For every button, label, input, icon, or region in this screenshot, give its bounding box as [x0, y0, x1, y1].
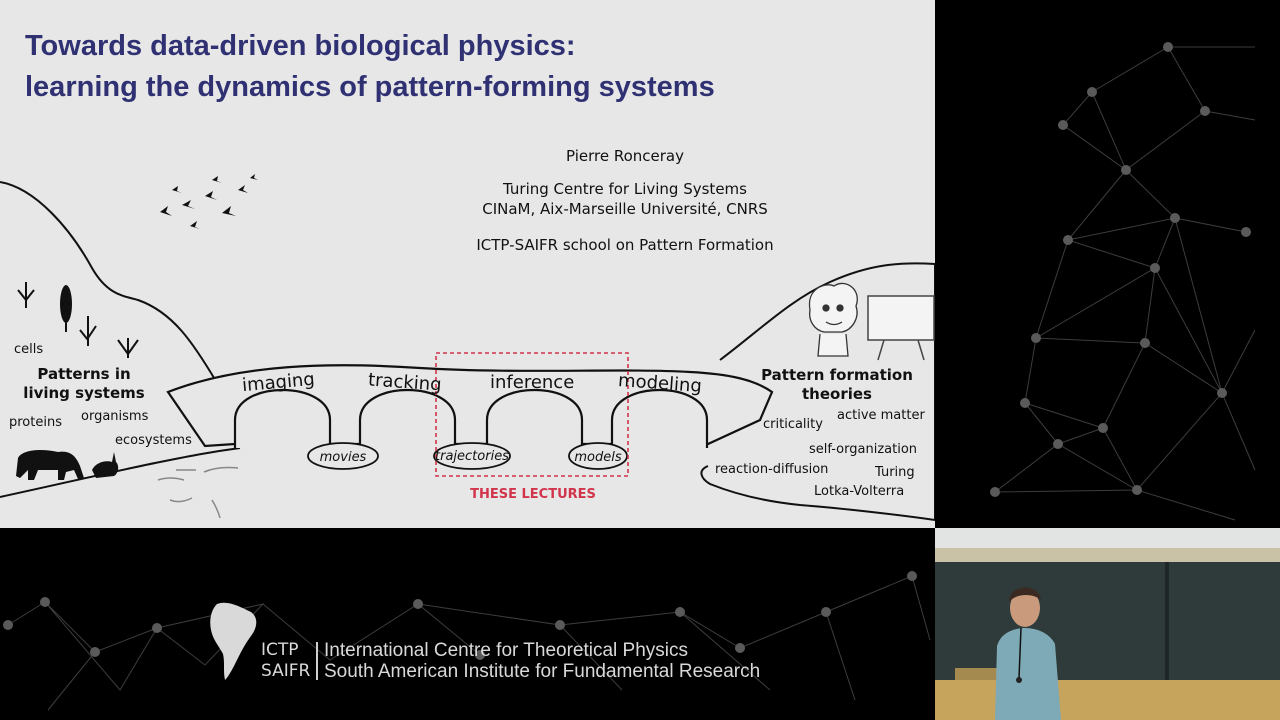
- affiliation-line-1: Turing Centre for Living Systems: [503, 180, 747, 198]
- slide-title-line-1: Towards data-driven biological physics:: [25, 30, 576, 62]
- label-criticality: criticality: [763, 417, 823, 432]
- pillar-bases: [307, 442, 628, 470]
- bridge-arches: [233, 388, 709, 448]
- birds-icon: [160, 174, 258, 229]
- south-america-map-icon: [210, 602, 257, 680]
- these-lectures-box: [435, 352, 629, 477]
- pillar-label-trajectories: trajectories: [435, 449, 509, 464]
- label-ecosystems: ecosystems: [115, 433, 192, 448]
- label-turing: Turing: [875, 465, 915, 480]
- logo-long-line-2: South American Institute for Fundamental…: [324, 661, 761, 682]
- right-heading-line-1: Pattern formation: [761, 366, 913, 384]
- logo-short-line-1: ICTP: [261, 640, 299, 660]
- left-heading: Patterns in living systems: [14, 365, 154, 403]
- cypress-tree-icon: [60, 285, 72, 323]
- label-self-organization: self-organization: [809, 442, 918, 457]
- these-lectures-label: THESE LECTURES: [470, 487, 596, 502]
- presentation-slide: Towards data-driven biological physics: …: [0, 0, 935, 528]
- right-heading-line-2: theories: [802, 385, 872, 403]
- plants-icon: [17, 282, 139, 358]
- label-organisms: organisms: [81, 409, 149, 424]
- bacteria-icon: [157, 466, 239, 519]
- label-reaction-diffusion: reaction-diffusion: [715, 462, 829, 477]
- blackboard-icon: [867, 295, 935, 361]
- slide-title-line-2: learning the dynamics of pattern-forming…: [25, 71, 715, 103]
- right-heading: Pattern formation theories: [752, 366, 922, 404]
- label-proteins: proteins: [9, 415, 62, 430]
- label-active-matter: active matter: [837, 408, 925, 423]
- affiliation-line-2: CINaM, Aix-Marseille Université, CNRS: [482, 200, 768, 218]
- speaker-webcam: [935, 528, 1280, 720]
- author-name: Pierre Ronceray: [566, 147, 684, 165]
- logo-divider: [316, 642, 318, 680]
- logo-short-name: ICTP SAIFR: [261, 640, 310, 682]
- scientist-cartoon-icon: [808, 282, 858, 357]
- left-heading-line-2: living systems: [23, 384, 145, 402]
- label-lotka-volterra: Lotka-Volterra: [814, 484, 905, 499]
- pillar-label-models: models: [574, 450, 622, 465]
- label-cells: cells: [14, 342, 44, 357]
- slide-illustration: [0, 174, 935, 522]
- speaker-video-frame: [935, 528, 1280, 720]
- pillar-label-movies: movies: [319, 450, 367, 465]
- lynx-and-hare-icon: [16, 450, 119, 480]
- logo-short-line-2: SAIFR: [261, 661, 311, 681]
- logo-long-name: International Centre for Theoretical Phy…: [324, 640, 760, 682]
- arch-label-inference: inference: [490, 372, 575, 393]
- logo-long-line-1: International Centre for Theoretical Phy…: [324, 640, 688, 661]
- ictp-saifr-logo: ICTP SAIFR International Centre for Theo…: [205, 600, 775, 690]
- slide-title: Towards data-driven biological physics: …: [25, 26, 715, 108]
- left-heading-line-1: Patterns in: [37, 365, 131, 383]
- event-name: ICTP-SAIFR school on Pattern Formation: [476, 236, 774, 254]
